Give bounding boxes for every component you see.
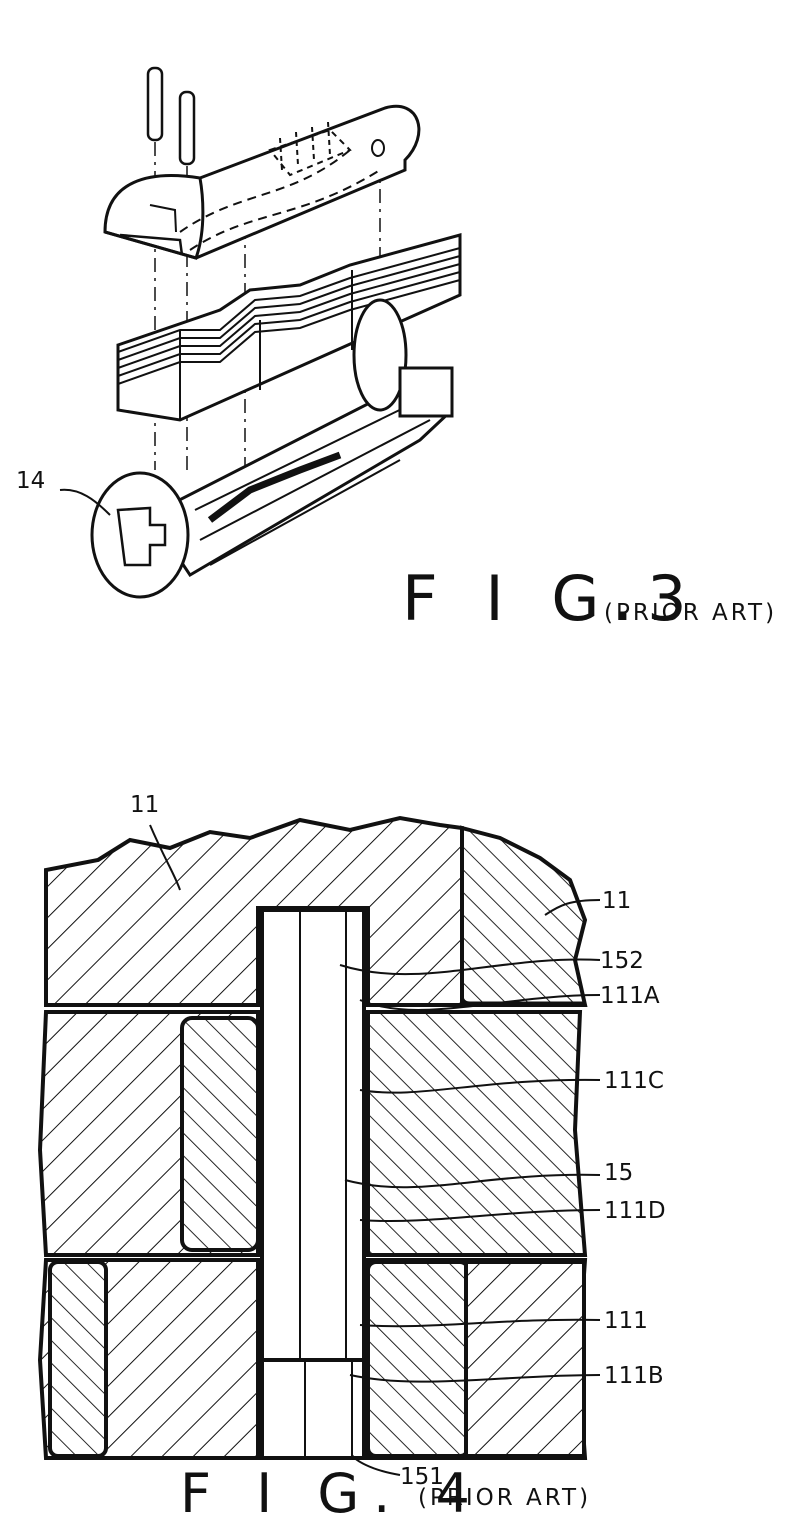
lower-housing [90,298,454,599]
figure-3-caption-note: (PRIOR ART) [604,600,777,626]
figure-4: 11 11 152 111A 111C 15 111D 111 111B 151… [37,792,666,1515]
label-14: 14 [16,468,45,494]
figure-4-caption: F I G. 4 [180,1462,484,1515]
leader-lines [149,824,601,1476]
plate-stack [116,233,462,422]
label-151: 151 [400,1464,444,1490]
label-11-left: 11 [130,792,159,818]
label-111C: 111C [604,1068,664,1094]
block-top-left [44,815,464,1007]
label-111A: 111A [600,983,660,1009]
figure-3-caption: F I G.3 [402,562,701,635]
pin-15 [260,908,366,1460]
leader-line-14 [59,488,111,516]
upper-cylinder-half [103,104,421,260]
inner-insert [180,1016,260,1252]
label-152: 152 [600,948,644,974]
figure-3: 14 F I G.3 (PRIOR ART) [16,66,777,635]
block-top-right [460,825,588,1007]
label-11-right: 11 [602,888,631,914]
label-111D: 111D [604,1198,666,1224]
label-111: 111 [604,1308,648,1334]
figure-4-caption-note: (PRIOR ART) [418,1485,591,1511]
label-111B: 111B [604,1363,664,1389]
block-middle-right [366,1010,588,1257]
label-15: 15 [604,1160,633,1186]
